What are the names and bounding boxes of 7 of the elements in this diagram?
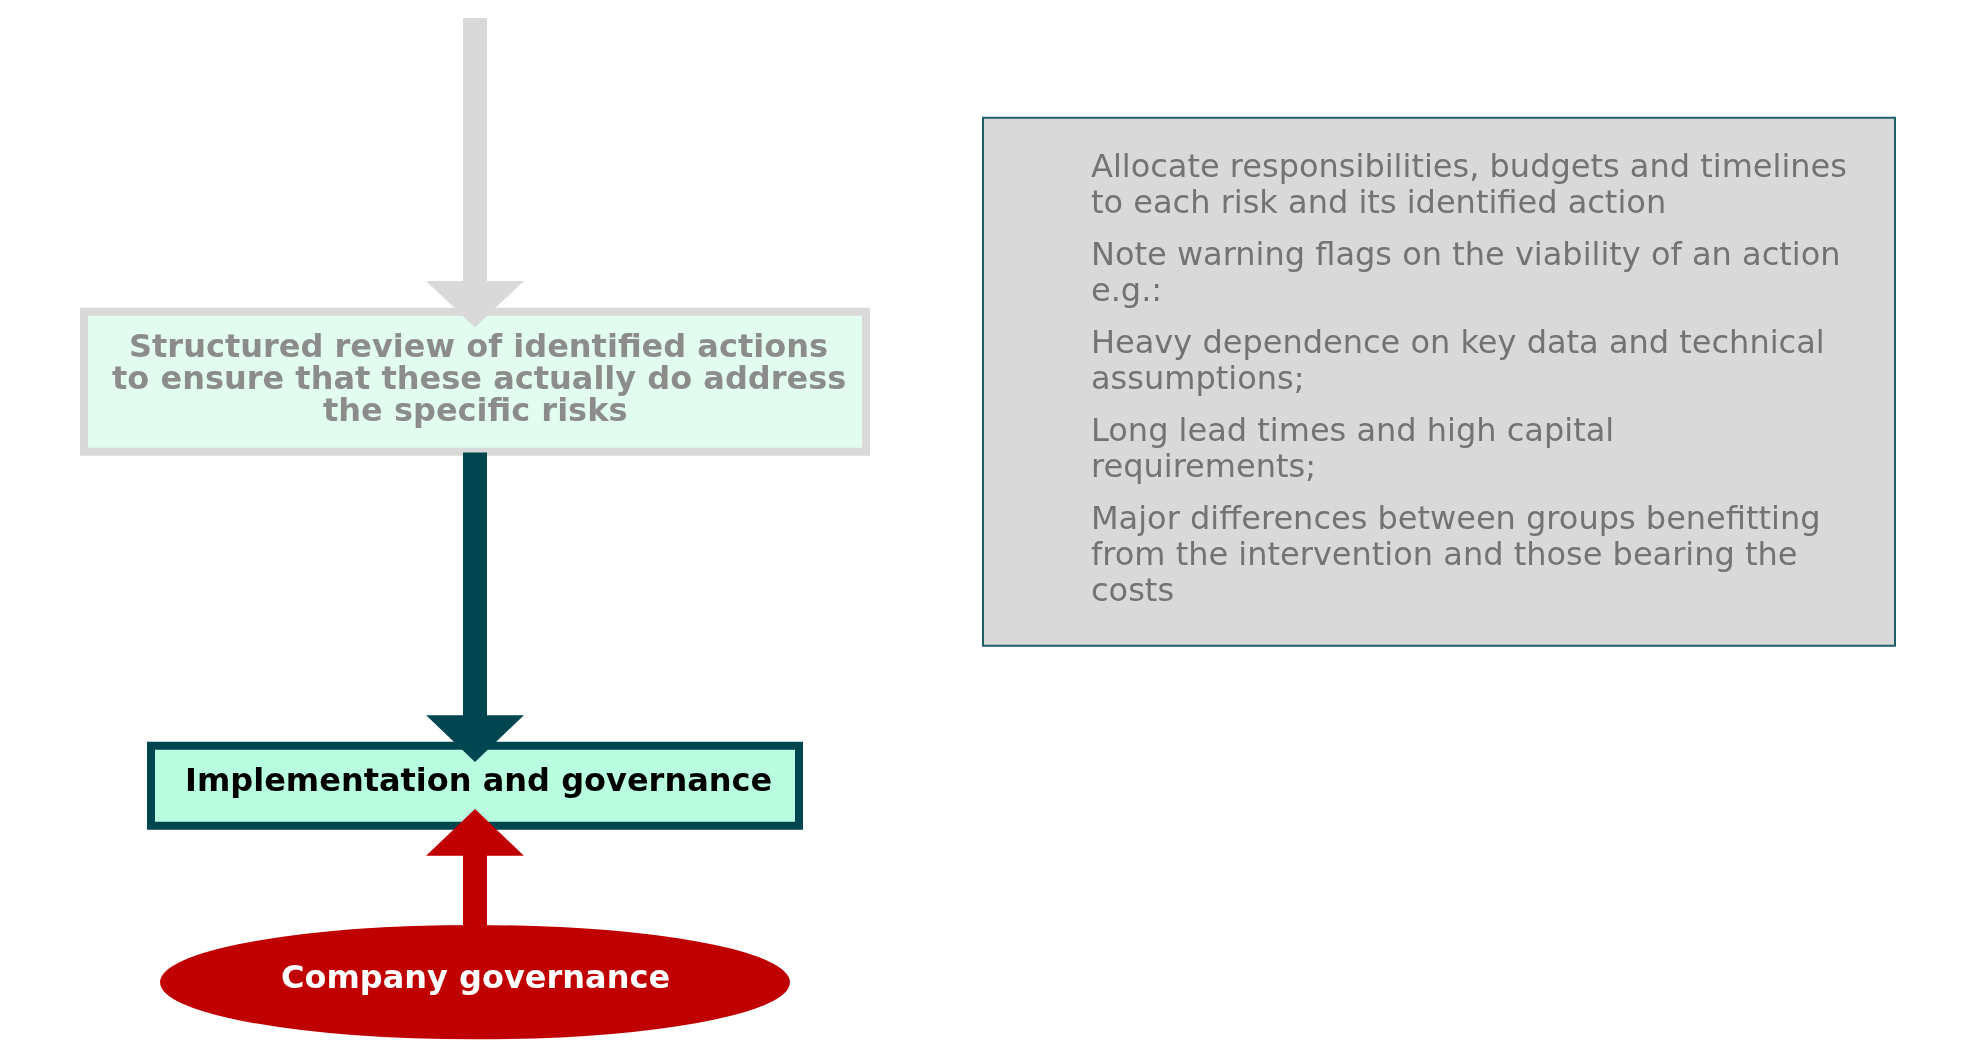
arrow [426, 452, 524, 762]
node-ellipse: Company governance [160, 925, 790, 1040]
node-box: Allocate responsibilities, budgets and timelines to each risk and its identified action Note warning flags on the viability of an action e.g.: Heavy dependence on key data and technical assumptions; Long lead times and high capital requirements; Major differences between groups benefitting from the intervention and those bearing the costs [982, 116, 1896, 647]
node-box: Structured review of identified actions to ensure that these actually do address the specific risks [80, 307, 870, 456]
arrow [426, 17, 524, 328]
node-box: Implementation and governance [147, 741, 803, 830]
arrow [426, 809, 524, 926]
